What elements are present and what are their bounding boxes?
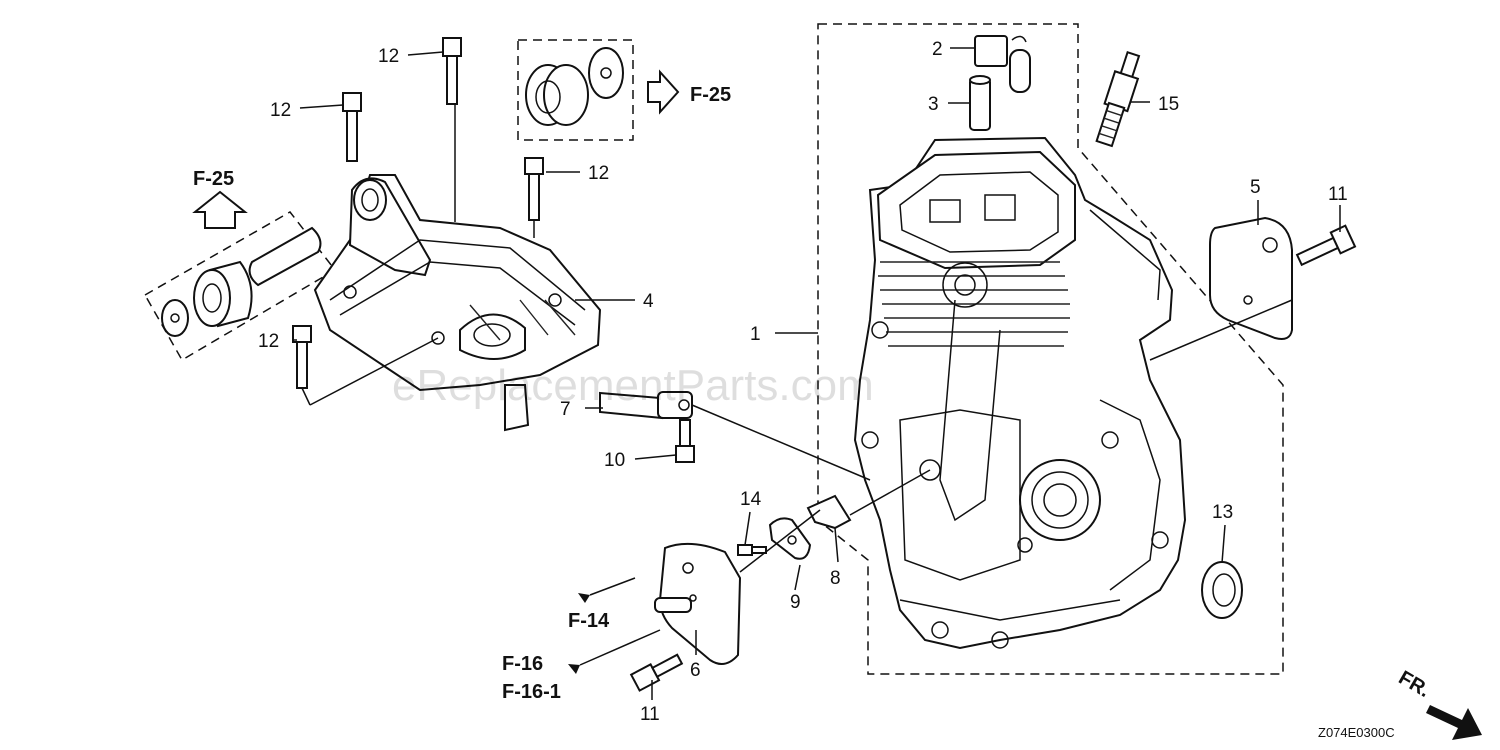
part-12-bolt-c [524,157,544,221]
callout-1: 1 [750,324,761,345]
callout-numbers: 12 12 12 12 4 2 3 15 5 11 1 7 10 13 14 8… [258,39,1348,725]
callout-15: 15 [1158,94,1179,115]
callout-4: 4 [643,291,654,312]
callout-5: 5 [1250,177,1261,198]
ref-f14: F-14 [568,610,610,632]
watermark: eReplacementParts.com [392,361,874,410]
part-8-plate [806,494,852,530]
front-direction-arrow: FR. [1395,667,1482,740]
bearing-assembly-top [525,47,624,126]
part-6-cover [654,542,742,665]
part-14-screw [737,544,767,556]
callout-13: 13 [1212,502,1233,523]
crankcase-group-outline [817,23,1284,675]
callout-12: 12 [378,46,399,67]
callout-14: 14 [740,489,762,510]
part-15-spark-plug [1095,50,1141,148]
callout-7: 7 [560,399,571,420]
arrow-f25-top [647,69,680,115]
callout-6: 6 [690,660,701,681]
ref-f25-top: F-25 [690,84,731,106]
part-12-bolt-b [342,92,362,162]
callout-9: 9 [790,592,801,613]
bearing-group-outline [517,39,634,141]
callout-10: 10 [604,450,625,471]
front-direction-label: FR. [1395,667,1434,702]
part-13-oil-seal [1201,561,1243,619]
arrow-f16 [568,664,580,674]
part-11-bolt-bottom [629,653,684,692]
part-9-gasket [768,517,812,560]
part-12-bolt-a [442,37,462,105]
part-12-bolt-d [292,325,312,389]
crankcase-cylinder-block [853,136,1187,650]
part-7-breather-tube [599,391,693,420]
leader-lines [292,47,1341,700]
callout-11: 11 [1328,184,1348,205]
part-10-bolt [675,419,695,463]
part-5-cover-plate [1209,216,1293,340]
callout-8: 8 [830,568,841,589]
callout-12: 12 [270,100,291,121]
part-4-case-cover [313,174,602,432]
callout-2: 2 [932,39,943,60]
arrow-f25-left [192,190,248,229]
callout-12: 12 [258,331,279,352]
part-2-clip-and-pin [974,35,1031,93]
figure-references: F-25 F-25 F-14 F-16 F-16-1 [193,84,731,703]
arrow-f14 [578,593,590,603]
part-11-bolt-top [1295,224,1357,267]
callout-12: 12 [588,163,609,184]
ref-f25-left: F-25 [193,168,234,190]
diagram-code: Z074E0300C [1318,725,1395,740]
callout-11: 11 [640,704,660,725]
callout-3: 3 [928,94,939,115]
ref-f16: F-16 [502,653,543,675]
part-3-dowel-pin [969,75,991,131]
shaft-assembly-left [161,226,322,337]
ref-f16-1: F-16-1 [502,681,561,703]
